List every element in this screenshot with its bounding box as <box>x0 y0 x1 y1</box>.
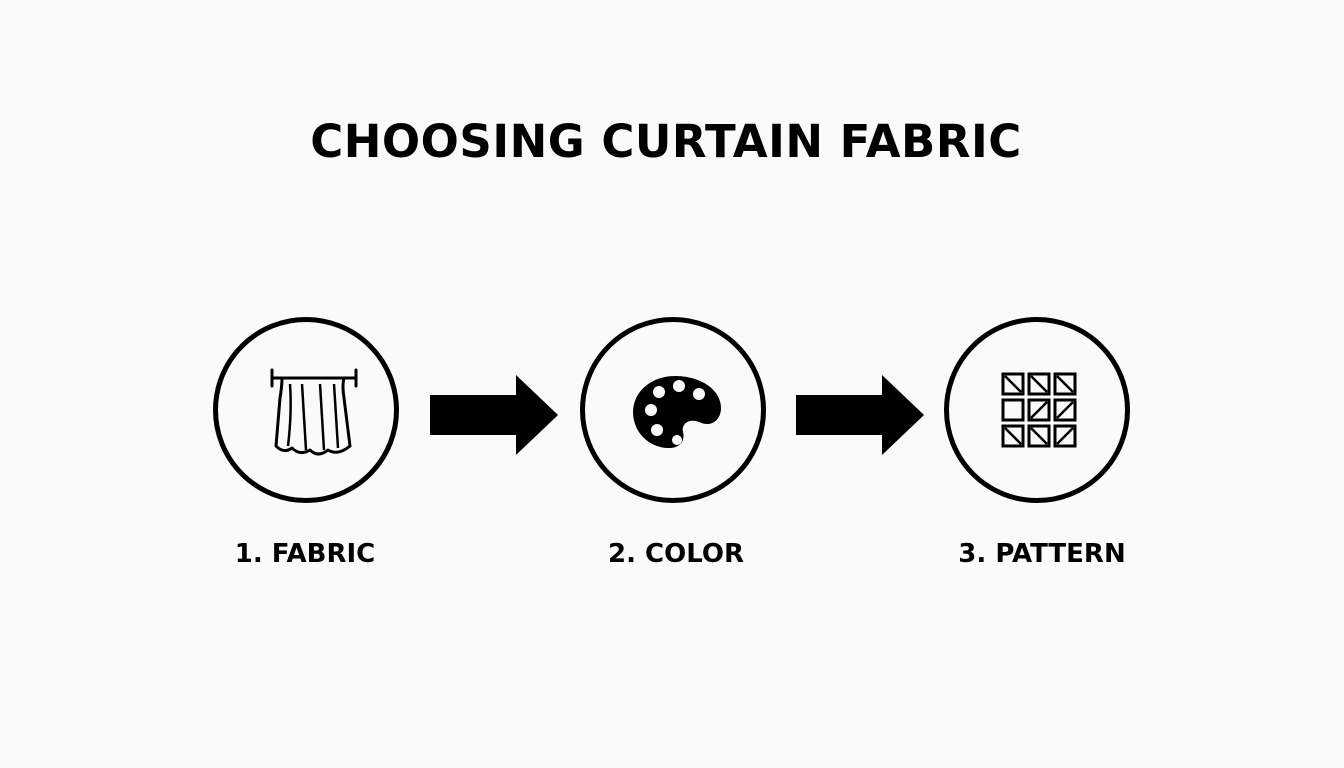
curtain-icon <box>270 368 358 456</box>
palette-icon <box>633 376 721 448</box>
step-pattern-label: 3. PATTERN <box>958 539 1126 569</box>
step-pattern-circle <box>944 317 1130 503</box>
arrow-right-icon <box>430 375 558 455</box>
step-color-circle <box>580 317 766 503</box>
step-fabric-circle <box>213 317 399 503</box>
step-color-label: 2. COLOR <box>608 539 744 569</box>
pattern-grid-icon <box>1001 372 1077 448</box>
arrow-right-icon <box>796 375 924 455</box>
diagram-title: CHOOSING CURTAIN FABRIC <box>310 115 1022 168</box>
step-fabric-label: 1. FABRIC <box>234 539 376 569</box>
